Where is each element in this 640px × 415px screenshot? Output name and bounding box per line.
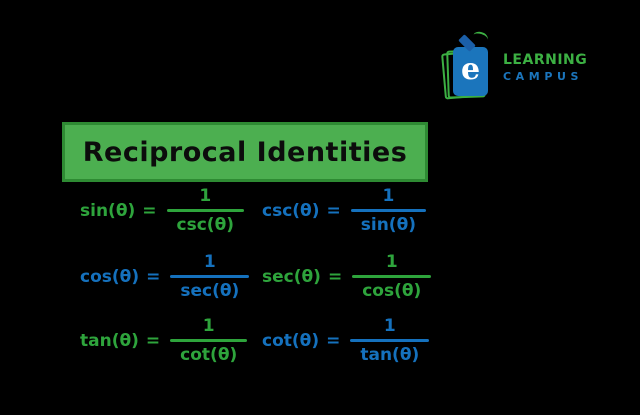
formula-lhs: sin(θ): [80, 200, 136, 221]
fraction-numerator: 1: [199, 186, 212, 206]
fraction-bar: [170, 339, 248, 342]
fraction-bar: [352, 275, 432, 278]
fraction-denominator: csc(θ): [176, 215, 235, 235]
equals-sign: =: [326, 330, 341, 351]
fraction: 1 cos(θ): [352, 252, 432, 301]
formula-lhs: cot(θ): [262, 330, 320, 351]
fraction-denominator: cos(θ): [362, 281, 422, 301]
fraction-bar: [170, 275, 250, 278]
fraction-numerator: 1: [385, 252, 398, 272]
fraction-bar: [350, 209, 427, 212]
fraction-numerator: 1: [203, 252, 216, 272]
fraction-numerator: 1: [382, 186, 395, 206]
equals-sign: =: [146, 266, 161, 287]
formula-lhs: tan(θ): [80, 330, 139, 351]
logo-campus-text: CAMPUS: [503, 70, 584, 83]
elearning-campus-logo: e LEARNING CAMPUS: [441, 29, 587, 100]
fraction-bar: [166, 209, 245, 212]
fraction: 1 tan(θ): [350, 316, 430, 365]
page-title: Reciprocal Identities: [82, 136, 408, 168]
logo-e-letter: e: [460, 52, 481, 87]
fraction-denominator: sin(θ): [360, 215, 417, 235]
equals-sign: =: [142, 200, 157, 221]
fraction-denominator: cot(θ): [180, 345, 238, 365]
fraction-denominator: tan(θ): [360, 345, 420, 365]
formula-lhs: cos(θ): [80, 266, 140, 287]
identity-sin: sin(θ) = 1 csc(θ): [80, 186, 245, 235]
fraction-numerator: 1: [202, 316, 215, 336]
fraction: 1 sin(θ): [350, 186, 427, 235]
equals-sign: =: [326, 200, 341, 221]
formula-lhs: sec(θ): [262, 266, 321, 287]
identity-cot: cot(θ) = 1 tan(θ): [262, 316, 430, 365]
identity-sec: sec(θ) = 1 cos(θ): [262, 252, 432, 301]
fraction: 1 cot(θ): [170, 316, 248, 365]
fraction: 1 sec(θ): [170, 252, 250, 301]
fraction-bar: [350, 339, 430, 342]
formula-lhs: csc(θ): [262, 200, 320, 221]
equals-sign: =: [327, 266, 343, 287]
identity-cos: cos(θ) = 1 sec(θ): [80, 252, 250, 301]
book-cover-icon: e: [453, 47, 488, 96]
equals-sign: =: [145, 330, 161, 351]
logo-learning-text: LEARNING: [503, 52, 588, 68]
fraction-denominator: sec(θ): [180, 281, 240, 301]
book-logo-icon: e: [441, 29, 497, 100]
fraction: 1 csc(θ): [166, 186, 245, 235]
title-banner: Reciprocal Identities: [62, 122, 428, 182]
identity-csc: csc(θ) = 1 sin(θ): [262, 186, 427, 235]
identity-tan: tan(θ) = 1 cot(θ): [80, 316, 248, 365]
logo-wordmark: LEARNING CAMPUS: [503, 38, 587, 100]
fraction-numerator: 1: [383, 316, 396, 336]
cap-tassel-icon: [471, 29, 490, 46]
